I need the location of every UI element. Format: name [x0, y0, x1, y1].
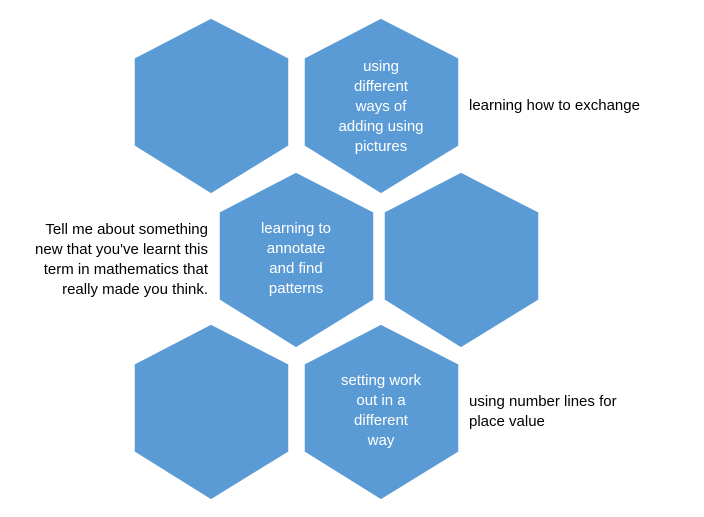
hexagon-middle-right: [383, 171, 540, 349]
callout-bottom-right: using number lines for place value: [469, 393, 617, 430]
hexagon-top-center: [303, 17, 460, 195]
hexagon-top-left: [133, 17, 290, 195]
callout-top-right: learning how to exchange: [469, 97, 640, 114]
hexagon-bottom-center-label: setting work out in a different way: [340, 372, 422, 449]
callout-middle-left: Tell me about something new that you've …: [35, 221, 208, 298]
hexagon-bottom-left: [133, 323, 290, 501]
hexagon-middle-center: [218, 171, 375, 349]
hexagon-bottom-center: [303, 323, 460, 501]
hexagon-top-center-label: using different ways of adding using pic…: [338, 58, 424, 155]
hexagon-middle-center-label: learning to annotate and find patterns: [260, 220, 332, 297]
